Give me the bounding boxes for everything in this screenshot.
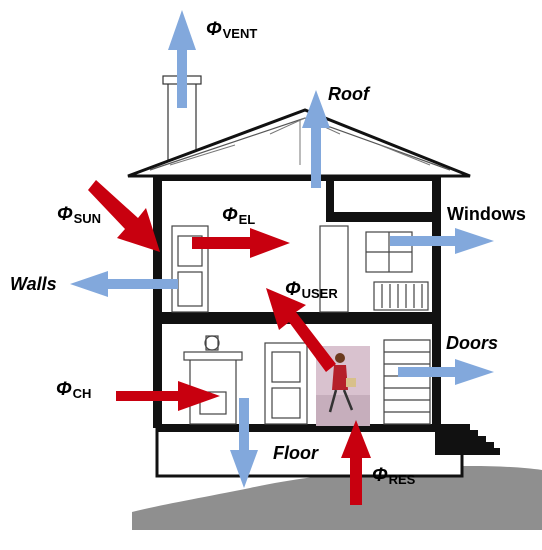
radiator <box>373 281 429 311</box>
label-sub: VENT <box>222 26 258 41</box>
label-sub: USER <box>301 286 338 301</box>
phi-symbol: Φ <box>285 279 301 300</box>
label-phi-el: ΦEL <box>222 206 255 226</box>
downstairs-door <box>264 342 308 425</box>
ch-arrow <box>116 381 220 411</box>
label-sub: EL <box>238 212 256 227</box>
label-sub: RES <box>388 472 416 487</box>
label-phi-sun: ΦSUN <box>57 205 101 225</box>
roof-arrow <box>302 90 330 188</box>
occupant-picture <box>316 346 370 426</box>
label-roof: Roof <box>328 84 369 104</box>
sun-arrow <box>88 180 160 252</box>
staircase <box>383 339 431 425</box>
floor-arrow <box>230 398 258 488</box>
label-walls: Walls <box>10 274 57 294</box>
label-sub: CH <box>72 386 92 401</box>
phi-symbol: Φ <box>57 204 73 225</box>
phi-symbol: Φ <box>372 465 388 486</box>
ground <box>132 466 542 530</box>
label-floor: Floor <box>273 443 318 463</box>
windows-arrow <box>390 228 494 254</box>
el-arrow <box>192 228 290 258</box>
doors-arrow <box>398 359 494 385</box>
user-arrow <box>266 288 336 372</box>
label-phi-res: ΦRES <box>372 466 415 486</box>
wardrobe <box>319 225 349 313</box>
phi-symbol: Φ <box>222 205 238 226</box>
label-phi-ch: ΦCH <box>56 380 91 400</box>
label-phi-user: ΦUSER <box>285 280 338 300</box>
phi-symbol: Φ <box>56 379 72 400</box>
res-arrow <box>341 420 371 505</box>
label-phi-vent: ΦVENT <box>206 20 257 40</box>
label-doors: Doors <box>446 333 499 353</box>
heat-loss-arrows <box>70 10 494 488</box>
label-sub: SUN <box>73 211 102 226</box>
vent-arrow <box>168 10 196 108</box>
exterior-steps <box>435 424 500 455</box>
heat-gain-arrows <box>88 180 371 505</box>
label-windows: Windows <box>447 204 526 224</box>
phi-symbol: Φ <box>206 19 222 40</box>
walls-arrow <box>70 271 178 297</box>
